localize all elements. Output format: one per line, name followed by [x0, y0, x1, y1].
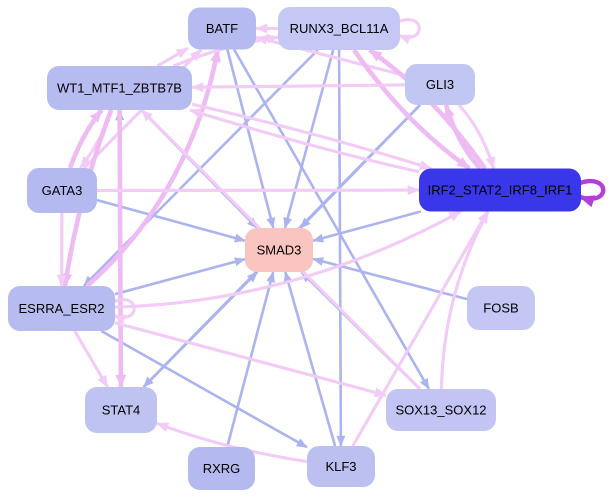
node-label-stat4: STAT4 [102, 403, 141, 418]
edge-KLF3-to-IRF2_STAT2_IRF8_IRF1 [351, 210, 489, 447]
edge-WT1_MTF1_ZBTB7B-to-BATF [156, 46, 189, 68]
node-shape-batf[interactable] [188, 7, 256, 50]
edge-GATA3-to-SMAD3 [96, 198, 246, 243]
node-gata3[interactable]: GATA3 [27, 168, 97, 213]
edge-WT1_MTF1_ZBTB7B-to-STAT4 [115, 109, 127, 388]
self-loop-RUNX3_BCL11A [398, 18, 421, 45]
node-wt1_mtf1_zbtb7b[interactable]: WT1_MTF1_ZBTB7B [47, 66, 192, 110]
node-shape-klf3[interactable] [307, 446, 375, 487]
node-sox13_sox12[interactable]: SOX13_SOX12 [386, 389, 496, 431]
edge-KLF3-to-SMAD3 [283, 271, 337, 447]
node-shape-fosb[interactable] [467, 286, 535, 330]
edge-RUNX3_BCL11A-to-KLF3 [336, 49, 346, 447]
node-label-runx3_bcl11a: RUNX3_BCL11A [290, 21, 389, 36]
edge-IRF2_STAT2_IRF8_IRF1-to-SMAD3 [312, 210, 422, 243]
node-label-fosb: FOSB [483, 301, 518, 316]
node-label-gata3: GATA3 [42, 183, 83, 198]
node-shape-sox13_sox12[interactable] [386, 389, 496, 431]
node-shape-smad3[interactable] [245, 228, 313, 272]
node-shape-stat4[interactable] [85, 387, 157, 433]
self-loop-ESRRA_ESR2 [113, 298, 136, 325]
edge-ESRRA_ESR2-to-SOX13_SOX12 [114, 321, 387, 398]
edge-FOSB-to-SMAD3 [312, 257, 468, 301]
node-label-esrra_esr2: ESRRA_ESR2 [19, 301, 105, 316]
node-klf3[interactable]: KLF3 [307, 446, 375, 487]
node-shape-wt1_mtf1_zbtb7b[interactable] [47, 66, 192, 110]
edge-ESRRA_ESR2-to-KLF3 [100, 329, 308, 449]
node-shape-runx3_bcl11a[interactable] [278, 7, 400, 50]
node-runx3_bcl11a[interactable]: RUNX3_BCL11A [278, 7, 400, 50]
node-label-wt1_mtf1_zbtb7b: WT1_MTF1_ZBTB7B [57, 81, 182, 96]
edge-IRF2_STAT2_IRF8_IRF1-to-GLI3 [443, 104, 482, 171]
node-smad3[interactable]: SMAD3 [245, 228, 313, 272]
edge-ESRRA_ESR2-to-STAT4 [73, 330, 109, 388]
edge-WT1_MTF1_ZBTB7B-to-IRF2_STAT2_IRF8_IRF1 [191, 102, 432, 170]
node-label-gli3: GLI3 [426, 77, 454, 92]
edge-KLF3-to-STAT4 [156, 421, 308, 464]
edge-GATA3-to-WT1_MTF1_ZBTB7B [67, 108, 104, 169]
node-gli3[interactable]: GLI3 [405, 64, 475, 105]
edge-ESRRA_ESR2-to-SMAD3 [114, 257, 246, 296]
edge-ESRRA_ESR2-to-IRF2_STAT2_IRF8_IRF1 [114, 210, 462, 309]
edge-RUNX3_BCL11A-to-IRF2_STAT2_IRF8_IRF1 [352, 48, 471, 171]
node-shape-gli3[interactable] [405, 64, 475, 105]
edge-BATF-to-SMAD3 [226, 49, 276, 229]
edge-GLI3-to-WT1_MTF1_ZBTB7B [191, 82, 406, 93]
edge-SOX13_SOX12-to-IRF2_STAT2_IRF8_IRF1 [439, 210, 490, 390]
edge-BATF-to-SOX13_SOX12 [232, 48, 431, 390]
node-label-batf: BATF [206, 21, 238, 36]
edge-GLI3-to-IRF2_STAT2_IRF8_IRF1 [457, 103, 496, 170]
node-fosb[interactable]: FOSB [467, 286, 535, 330]
node-label-rxrg: RXRG [203, 461, 241, 476]
node-label-irf2_stat2_irf8_irf1: IRF2_STAT2_IRF8_IRF1 [428, 183, 573, 198]
node-label-klf3: KLF3 [325, 459, 356, 474]
node-irf2_stat2_irf8_irf1[interactable]: IRF2_STAT2_IRF8_IRF1 [419, 168, 581, 212]
node-shape-esrra_esr2[interactable] [8, 286, 115, 331]
node-shape-irf2_stat2_irf8_irf1[interactable] [419, 168, 581, 212]
node-label-sox13_sox12: SOX13_SOX12 [395, 403, 486, 418]
node-batf[interactable]: BATF [188, 7, 256, 50]
node-esrra_esr2[interactable]: ESRRA_ESR2 [8, 286, 115, 331]
node-label-smad3: SMAD3 [257, 243, 302, 258]
edge-RUNX3_BCL11A-to-SMAD3 [283, 49, 335, 229]
node-stat4[interactable]: STAT4 [85, 387, 157, 433]
self-loop-IRF2_STAT2_IRF8_IRF1 [579, 179, 606, 208]
node-shape-rxrg[interactable] [188, 447, 255, 490]
node-shape-gata3[interactable] [27, 168, 97, 213]
edge-IRF2_STAT2_IRF8_IRF1-to-WT1_MTF1_ZBTB7B [189, 108, 420, 174]
node-rxrg[interactable]: RXRG [188, 447, 255, 490]
